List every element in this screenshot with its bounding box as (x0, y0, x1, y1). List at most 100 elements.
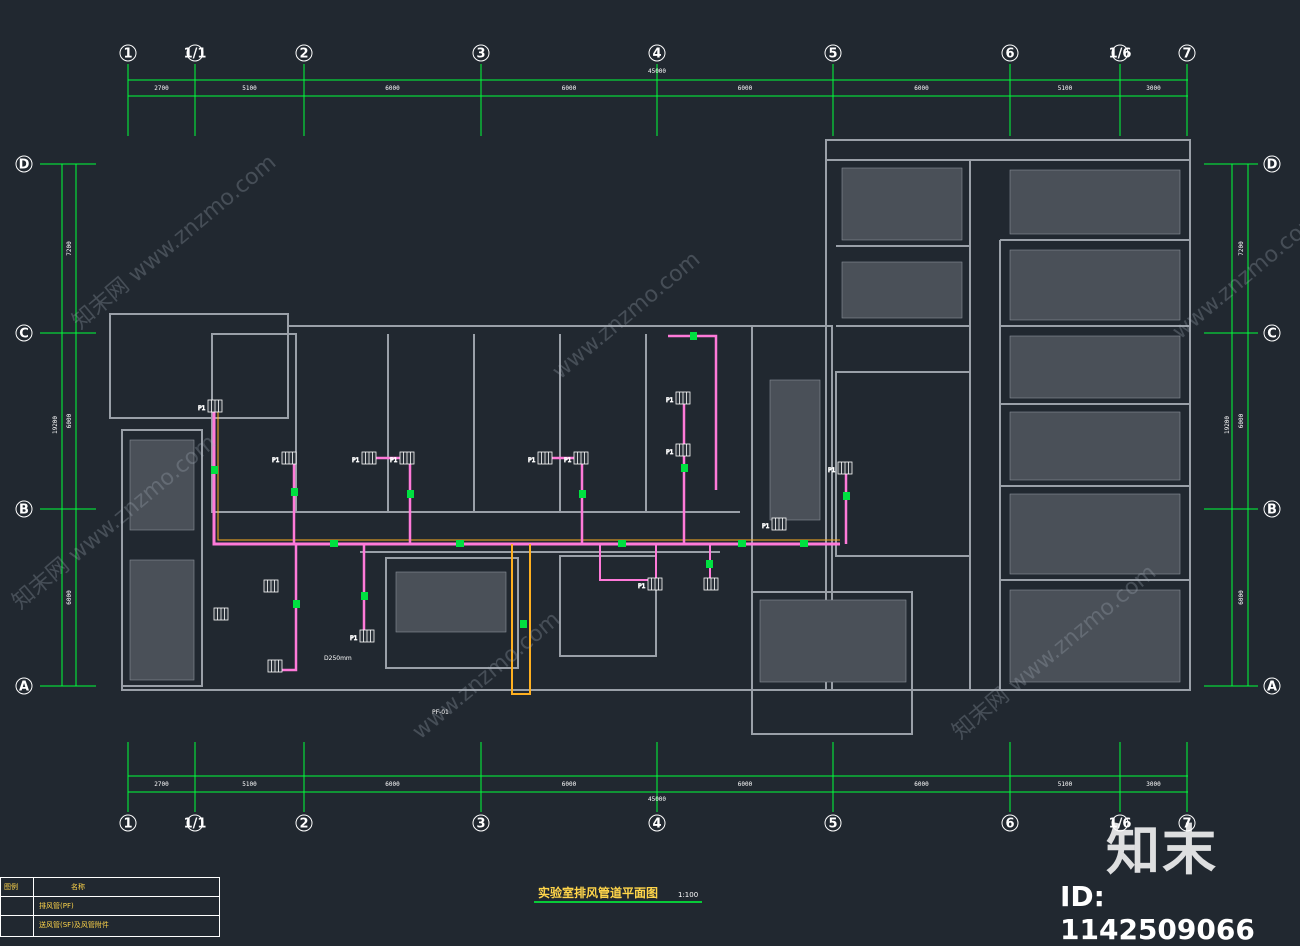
equipment-tag: P1 (762, 523, 770, 530)
dimension-value: 5100 (242, 85, 257, 92)
equipment-tag: P1 (352, 457, 360, 464)
exhaust-hood: P1 (828, 461, 853, 475)
dimension-value: 6000 (66, 590, 73, 605)
grid-bubble-col-1-1: 1/1 (184, 44, 207, 62)
exhaust-hood (267, 659, 283, 673)
grid-label: 1/6 (1109, 817, 1132, 832)
equipment-tag: P1 (564, 457, 572, 464)
dimension-value: 6000 (738, 85, 753, 92)
grid-label: D (1267, 158, 1278, 173)
dimension-value: 7200 (66, 241, 73, 256)
dimension-value: 3000 (1146, 781, 1161, 788)
grid-label: 4 (652, 47, 661, 62)
dimension-total: 45000 (648, 68, 666, 75)
grid-label: 5 (828, 47, 837, 62)
exhaust-hood: P1 (564, 451, 589, 465)
grid-bubble-row-D: D (15, 155, 33, 173)
main-duct-outline (217, 412, 840, 541)
riser-label: PF-01 (432, 709, 449, 716)
dimension-value: 6000 (914, 85, 929, 92)
drawing-id: ID: 1142509066 (1060, 880, 1255, 946)
watermark-text: www.znzmo.com (1168, 207, 1300, 345)
grid-label: 6 (1005, 817, 1014, 832)
dimension-value: 6000 (66, 413, 73, 428)
brand-logo-text: 知末 (1106, 819, 1218, 882)
dimension-value: 2700 (154, 781, 169, 788)
legend-header: 图例 名称 (1, 878, 219, 897)
grid-bubble-col-1: 1 (119, 814, 137, 832)
grid-bubble-col-6: 6 (1001, 44, 1019, 62)
grid-label: 3 (476, 817, 485, 832)
grid-bubble-col-5: 5 (824, 44, 842, 62)
grid-bubble-col-1: 1 (119, 44, 137, 62)
exhaust-ductwork (212, 334, 848, 695)
dimension-value: 7200 (1238, 241, 1245, 256)
grid-label: 1 (123, 817, 132, 832)
equipment-tag: P1 (666, 397, 674, 404)
grid-bubble-row-D: D (1263, 155, 1281, 173)
exhaust-hood: P1 (666, 391, 691, 405)
exhaust-hood (263, 579, 279, 593)
grid-bubble-col-5: 5 (824, 814, 842, 832)
exhaust-hood: P1 (762, 517, 787, 531)
dimension-value: 6000 (914, 781, 929, 788)
grid-label: 1 (123, 47, 132, 62)
grid-bubble-col-1-1: 1/1 (184, 814, 206, 832)
grid-bubble-row-A: A (15, 677, 33, 695)
equipment-tag: P1 (528, 457, 536, 464)
grid-bubble-row-B: B (1263, 500, 1281, 518)
grid-label: 1/1 (184, 47, 207, 62)
equipment-tag: P1 (390, 457, 398, 464)
legend-table: 图例 名称 排风管(PF) 送风管(SF)及风管附件 (0, 877, 220, 937)
grid-label: 5 (828, 817, 837, 832)
branch-duct (599, 544, 656, 581)
duct-dampers (211, 332, 850, 628)
exhaust-hood: P1 (638, 577, 663, 591)
grid-bubble-col-1-6: 1/6 (1109, 814, 1132, 832)
dimension-value: 3000 (1146, 85, 1161, 92)
riser-duct (511, 544, 531, 695)
grid-bubble-col-6: 6 (1001, 814, 1019, 832)
drawing-scale: 1:100 (678, 891, 698, 899)
grid-label: 1/6 (1109, 47, 1132, 62)
dimension-total: 45000 (648, 796, 666, 803)
grid-axis-lines (40, 79, 1258, 793)
duct-note: D250mm (324, 655, 352, 662)
exhaust-hood (703, 577, 719, 591)
branch-duct (668, 334, 718, 490)
exhaust-hood: P1 (272, 451, 297, 465)
equipment-tag: P1 (272, 457, 280, 464)
grid-bubble-col-2: 2 (295, 44, 313, 62)
main-duct (212, 412, 840, 546)
drawing-title: 实验室排风管道平面图 (538, 885, 658, 900)
grid-bubble-col-7: 7 (1178, 44, 1196, 62)
grid-bubble-row-B: B (15, 500, 33, 518)
grid-label: 7 (1182, 47, 1191, 62)
equipment-tag: P1 (638, 583, 646, 590)
grid-bubble-row-C: C (1263, 324, 1281, 342)
dimension-value: 6000 (1238, 413, 1245, 428)
legend-row: 排风管(PF) (1, 897, 219, 916)
dimension-total: 19200 (52, 416, 59, 434)
grid-bubble-col-3: 3 (472, 814, 490, 832)
grid-bubble-col-1-6: 1/6 (1109, 44, 1132, 62)
legend-row: 送风管(SF)及风管附件 (39, 921, 109, 929)
grid-bubble-row-C: C (15, 324, 33, 342)
grid-bubble-col-3: 3 (472, 44, 490, 62)
grid-label: 2 (299, 47, 308, 62)
dimension-total: 19200 (1224, 416, 1231, 434)
grid-bubble-col-4: 4 (648, 814, 666, 832)
branch-duct (276, 544, 298, 672)
grid-label: C (1267, 327, 1277, 342)
grid-label: 3 (476, 47, 485, 62)
hatched-areas (129, 167, 1181, 683)
grid-label: 4 (652, 817, 661, 832)
dimension-value: 5100 (1058, 781, 1073, 788)
dimension-value: 6000 (562, 85, 577, 92)
watermark-text: 知末网 www.znzmo.com (68, 150, 281, 335)
dimension-value: 6000 (562, 781, 577, 788)
grid-bubble-row-A: A (1263, 677, 1281, 695)
watermark-text: www.znzmo.com (548, 247, 705, 385)
